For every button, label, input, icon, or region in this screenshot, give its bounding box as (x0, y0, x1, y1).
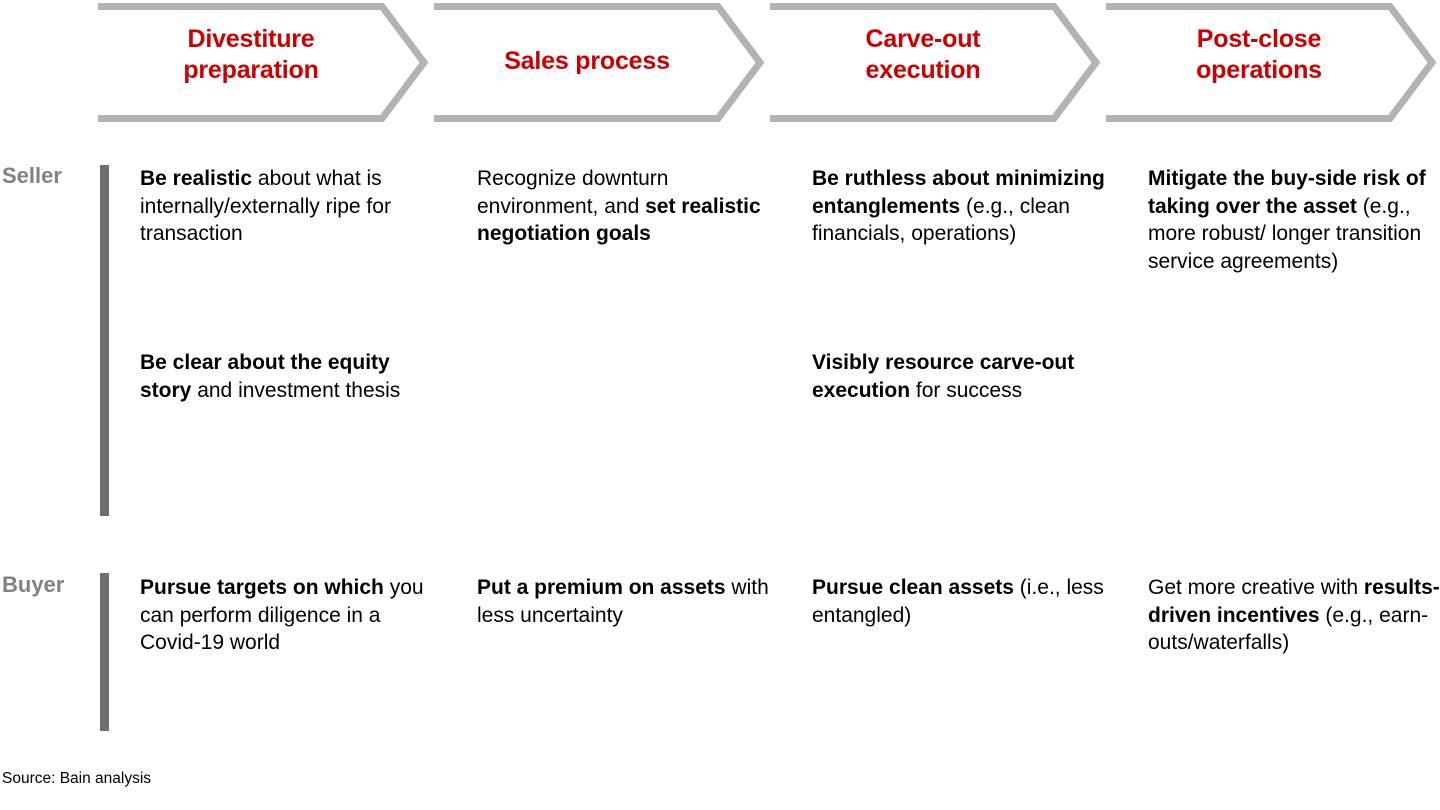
cell-buyer-carve-out-execution-1: Pursue clean assets (i.e., less entangle… (812, 576, 1104, 627)
chevron-shape-icon (770, 3, 1100, 122)
row-accent-bar-seller (100, 165, 109, 516)
source-note: Source: Bain analysis (2, 770, 152, 787)
cell-buyer-divestiture-preparation-1: Pursue targets on which you can perform … (140, 576, 424, 654)
chevron-phase-post-close-operations[interactable]: Post-close operations (1106, 0, 1436, 125)
chevron-shape-icon (98, 3, 428, 122)
chevron-label-sales-process: Sales process (504, 47, 670, 75)
process-chevron-band: Divestiture preparation Sales process Ca… (0, 0, 1440, 125)
chevron-shape-icon (434, 3, 764, 122)
cell-seller-divestiture-preparation-2: Be clear about the equity story and inve… (140, 351, 401, 402)
chevron-phase-carve-out-execution[interactable]: Carve-out execution (770, 0, 1100, 125)
chevron-label-divestiture-preparation: Divestiture preparation (183, 25, 319, 84)
chevron-label-post-close-operations: Post-close operations (1196, 25, 1322, 84)
cell-seller-sales-process-1: Recognize downturn environment, and set … (477, 167, 761, 245)
chevron-label-carve-out-execution: Carve-out execution (865, 25, 981, 84)
row-label-seller: Seller (2, 163, 62, 188)
cell-seller-divestiture-preparation-1: Be realistic about what is internally/ex… (140, 167, 391, 245)
cell-seller-carve-out-execution-1: Be ruthless about minimizing entanglemen… (812, 167, 1105, 245)
cell-buyer-post-close-operations-1: Get more creative with results-driven in… (1148, 576, 1440, 654)
chevron-phase-divestiture-preparation[interactable]: Divestiture preparation (98, 0, 428, 125)
cell-seller-post-close-operations-1: Mitigate the buy-side risk of taking ove… (1148, 167, 1426, 273)
chevron-phase-sales-process[interactable]: Sales process (434, 0, 764, 125)
chevron-shape-icon (1106, 3, 1436, 122)
cell-seller-carve-out-execution-2: Visibly resource carve-out execution for… (812, 351, 1075, 402)
row-accent-bar-buyer (100, 573, 109, 731)
row-label-buyer: Buyer (2, 572, 65, 597)
cell-buyer-sales-process-1: Put a premium on assets with less uncert… (477, 576, 769, 627)
